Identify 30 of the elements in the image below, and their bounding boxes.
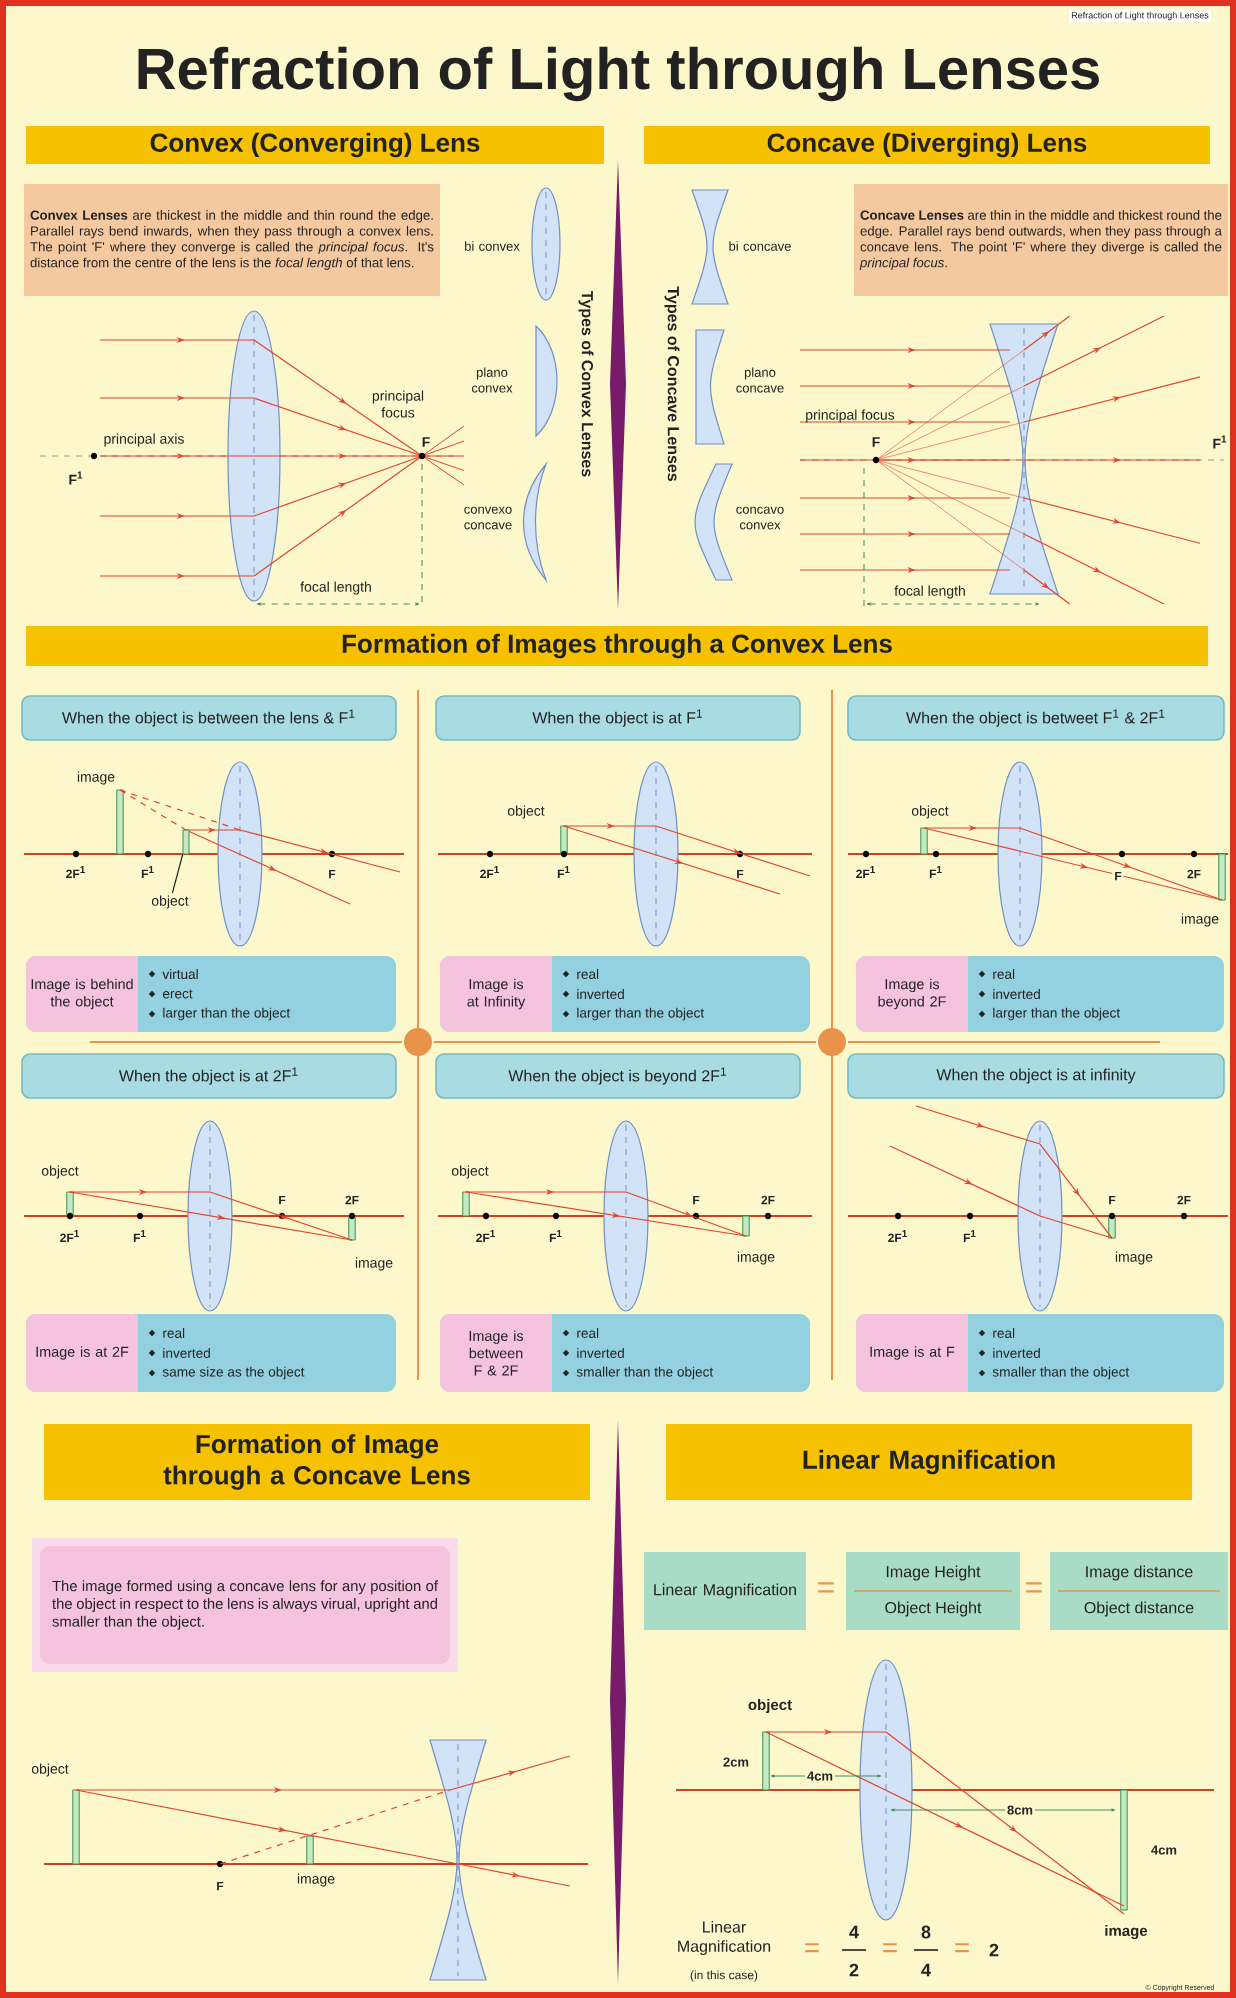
equals-sign: = <box>883 1943 897 1953</box>
section-banner: Concave (Diverging) Lens <box>644 126 1210 164</box>
case-heading: When the object is at infinity <box>847 1053 1225 1099</box>
formula-box: Linear Magnification <box>644 1552 806 1630</box>
equals-sign: = <box>1026 1582 1042 1593</box>
case-heading: When the object is at 2F$^{1}$ <box>21 1053 397 1099</box>
object-bar <box>182 829 190 855</box>
vertical-heading: Types of Concave Lenses <box>664 286 680 481</box>
equals-sign: = <box>805 1943 819 1953</box>
numerator: 8 <box>921 1925 931 1939</box>
leader-line <box>171 853 184 894</box>
equals-sign: = <box>818 1582 834 1593</box>
result-value: 2 <box>989 1943 999 1957</box>
case-heading: When the object is beyond 2F$^{1}$ <box>435 1053 801 1099</box>
section-banner: Convex (Converging) Lens <box>26 126 604 164</box>
case-heading: When the object is betweet F$^{1}$ & 2F$^{1}$ <box>847 695 1225 741</box>
denominator: 2 <box>849 1963 859 1977</box>
fraction-box: Image Height Object Height <box>846 1552 1020 1630</box>
case-heading: When the object is between the lens & F$^{1}$ <box>21 695 397 741</box>
denominator: 4 <box>921 1963 931 1977</box>
equals-sign: = <box>955 1943 969 1953</box>
section-banner: Formation of Image through a Concave Lens <box>44 1424 590 1500</box>
fraction-box: Image distance Object distance <box>1050 1552 1228 1630</box>
title: Refraction of Light through Lenses <box>138 46 1099 102</box>
section-banner: Formation of Images through a Convex Lens <box>26 626 1208 666</box>
formula-label: Linear Magnification <box>678 1920 771 1956</box>
case-heading: When the object is at F$^{1}$ <box>435 695 801 741</box>
numerator: 4 <box>849 1925 859 1939</box>
vertical-heading: Types of Convex Lenses <box>578 291 594 477</box>
section-banner: Linear Magnification <box>666 1424 1192 1500</box>
